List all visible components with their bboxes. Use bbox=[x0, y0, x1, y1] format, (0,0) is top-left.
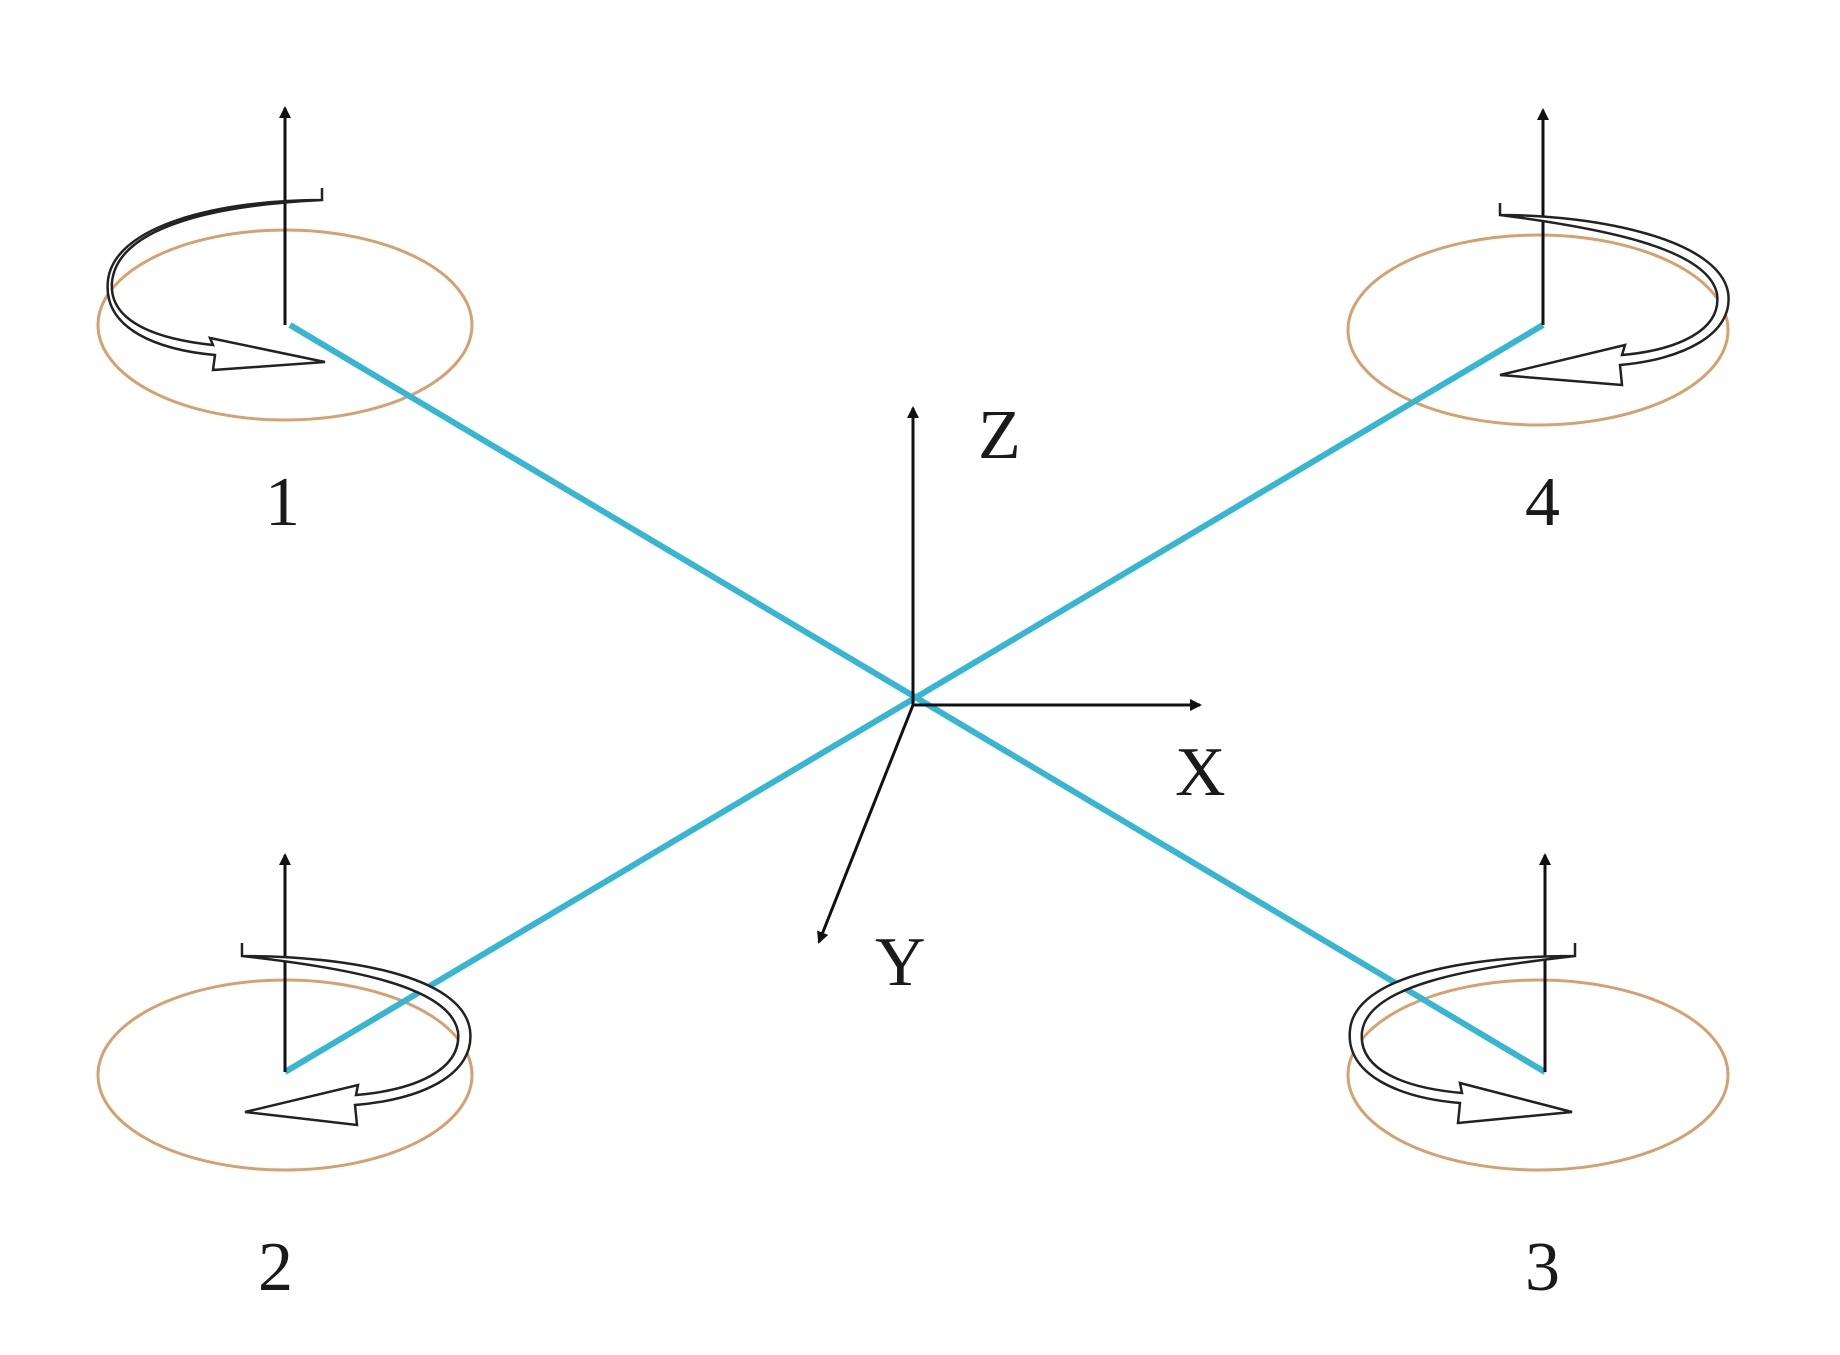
rotor-label-2: 2 bbox=[258, 1229, 293, 1306]
rotor-disk-4 bbox=[1346, 233, 1730, 427]
z-axis-label: Z bbox=[978, 397, 1021, 474]
y-axis-label: Y bbox=[875, 924, 926, 1001]
spin-arrow-2 bbox=[240, 943, 472, 1127]
spin-arrow-4 bbox=[1498, 203, 1730, 387]
rotor-disk-3 bbox=[1346, 978, 1730, 1172]
spin-arrow-3 bbox=[1348, 943, 1577, 1125]
rotor-label-1: 1 bbox=[265, 464, 300, 541]
rotor-label-4: 4 bbox=[1525, 464, 1560, 541]
rotor-label-3: 3 bbox=[1525, 1229, 1560, 1306]
spin-arrow-1 bbox=[106, 188, 326, 372]
x-axis-label: X bbox=[1175, 734, 1226, 811]
y-axis-arrow bbox=[817, 704, 915, 944]
